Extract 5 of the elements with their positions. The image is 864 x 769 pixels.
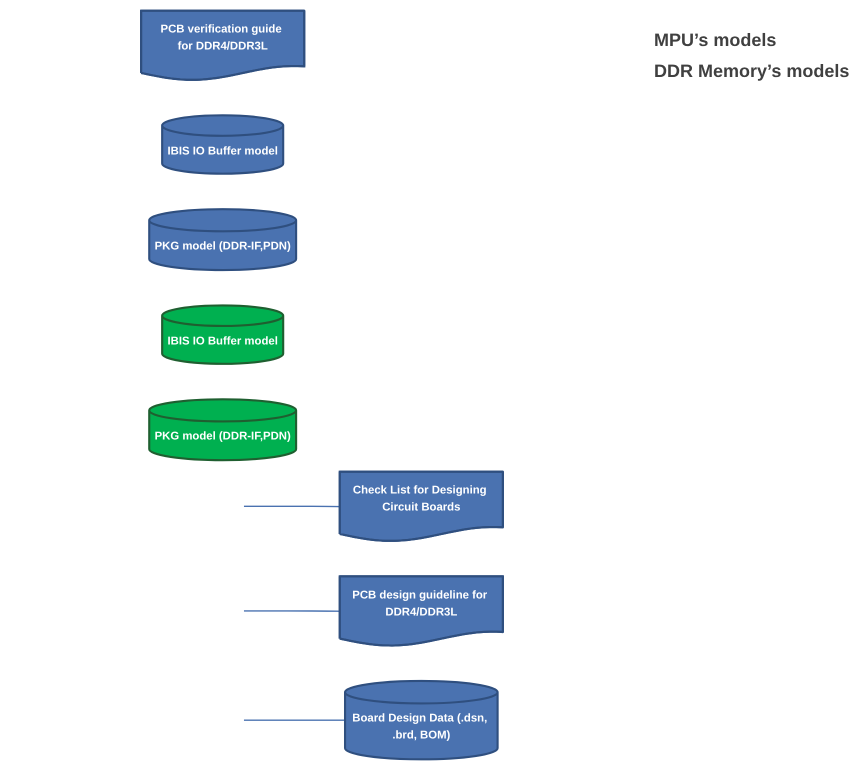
- group-heading: MPU’s models: [654, 30, 778, 51]
- connector: [244, 610, 340, 612]
- group-heading: DDR Memory’s models: [654, 61, 850, 82]
- connector: [244, 505, 340, 507]
- connector: [244, 718, 346, 720]
